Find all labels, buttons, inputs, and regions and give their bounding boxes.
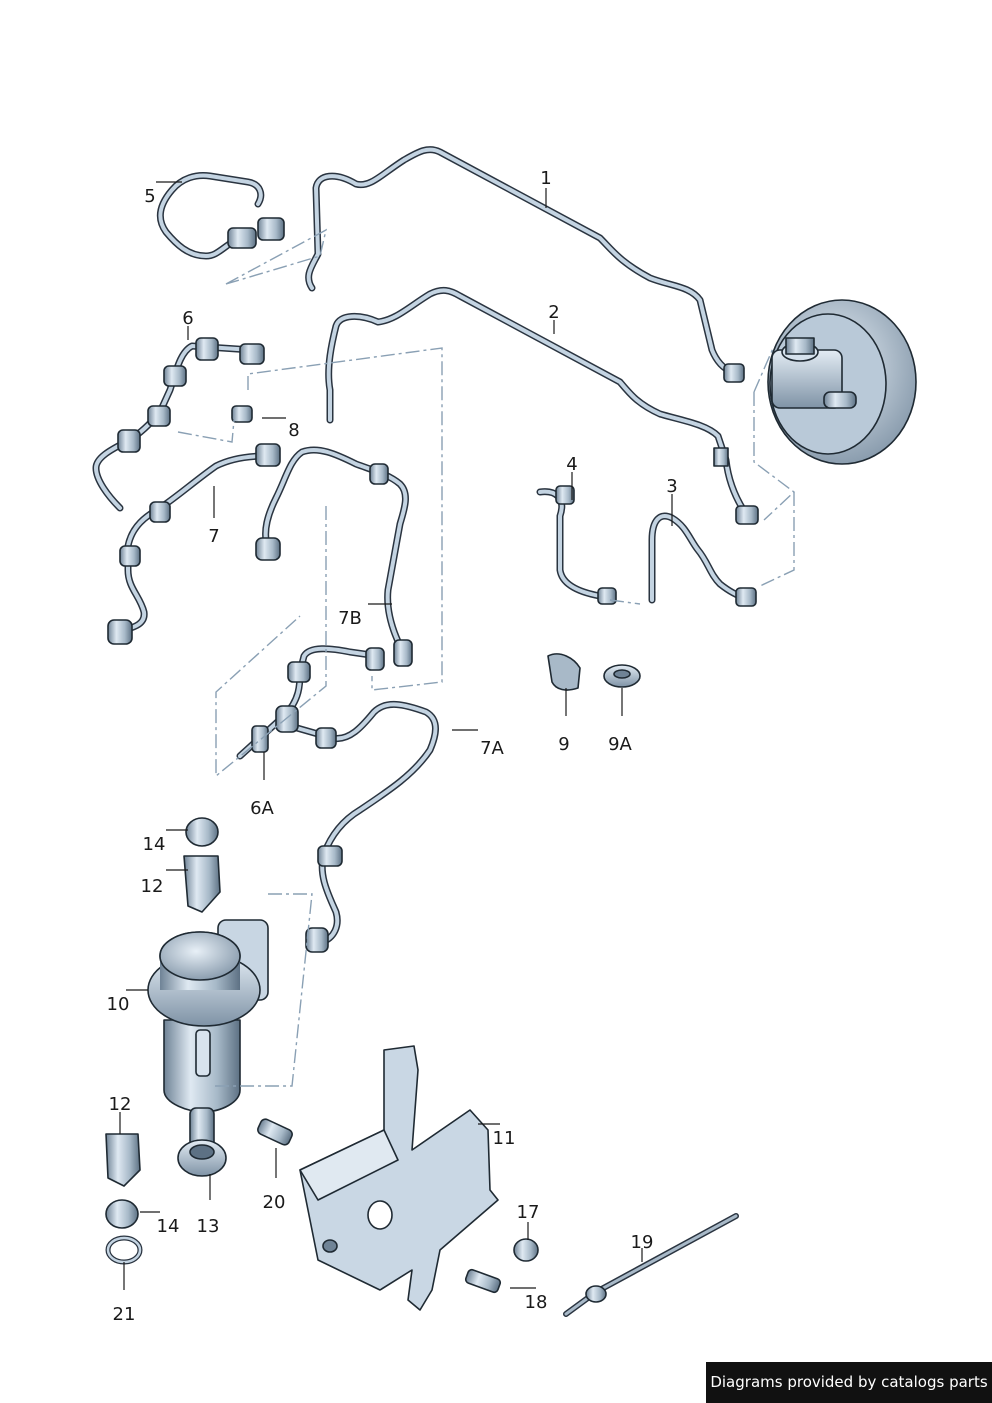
- callout-3: 3: [666, 476, 677, 497]
- callout-17: 17: [517, 1202, 540, 1223]
- callout-11: 11: [493, 1128, 516, 1149]
- cable-tie-19: [563, 1213, 739, 1317]
- callout-1: 1: [540, 168, 551, 189]
- credit-banner: Diagrams provided by catalogs parts: [706, 1362, 992, 1403]
- reference-lines: [177, 228, 796, 1087]
- grommet-9a: [603, 664, 641, 688]
- nut-17: [513, 1238, 539, 1262]
- leader-lines: [119, 181, 673, 1290]
- sealing-plug-9: [547, 653, 581, 691]
- vacuum-hose-6: [92, 337, 265, 512]
- vacuum-pump-10: [147, 919, 269, 1151]
- callout-9: 9: [558, 734, 569, 755]
- bracket-12-top: [183, 855, 221, 913]
- bracket-11: [299, 1045, 499, 1311]
- callout-12-top: 12: [141, 876, 164, 897]
- connector-20: [257, 1118, 293, 1146]
- callout-13: 13: [197, 1216, 220, 1237]
- vacuum-hose-7b: [255, 446, 413, 667]
- callout-9a: 9A: [608, 734, 632, 755]
- brake-pipe-2: [325, 286, 759, 525]
- vacuum-hose-6a-7a: [236, 645, 439, 953]
- nut-14-bottom: [105, 1199, 139, 1229]
- callout-7: 7: [208, 526, 219, 547]
- callout-10: 10: [107, 994, 130, 1015]
- brake-pipe-1: [305, 146, 745, 383]
- callout-4: 4: [566, 454, 577, 475]
- callout-20: 20: [263, 1192, 286, 1213]
- brake-booster: [767, 299, 917, 465]
- brake-pipe-4: [536, 485, 617, 605]
- vacuum-hose-5: [156, 172, 285, 260]
- cap-8: [231, 405, 253, 423]
- callout-19: 19: [631, 1232, 654, 1253]
- callout-2: 2: [548, 302, 559, 323]
- bracket-12-bottom: [105, 1133, 141, 1187]
- callout-21: 21: [113, 1304, 136, 1325]
- nut-14-top: [185, 817, 219, 847]
- bolt-18: [464, 1268, 502, 1294]
- callout-6a: 6A: [250, 798, 274, 819]
- callout-7b: 7B: [338, 608, 362, 629]
- callout-5: 5: [144, 186, 155, 207]
- callout-14-top: 14: [143, 834, 166, 855]
- clamp-21: [105, 1235, 143, 1265]
- callout-14-bottom: 14: [157, 1216, 180, 1237]
- callout-18: 18: [525, 1292, 548, 1313]
- vacuum-hose-7: [107, 443, 281, 645]
- callout-12-bottom: 12: [109, 1094, 132, 1115]
- callout-labels: 1 2 3 4 5 6 6A 7 7A 7B 8 9 9A 10 11 12 1…: [107, 168, 678, 1325]
- grommet-13: [177, 1139, 227, 1177]
- brake-pipe-3: [648, 512, 757, 607]
- callout-8: 8: [288, 420, 299, 441]
- callout-7a: 7A: [480, 738, 504, 759]
- callout-6: 6: [182, 308, 193, 329]
